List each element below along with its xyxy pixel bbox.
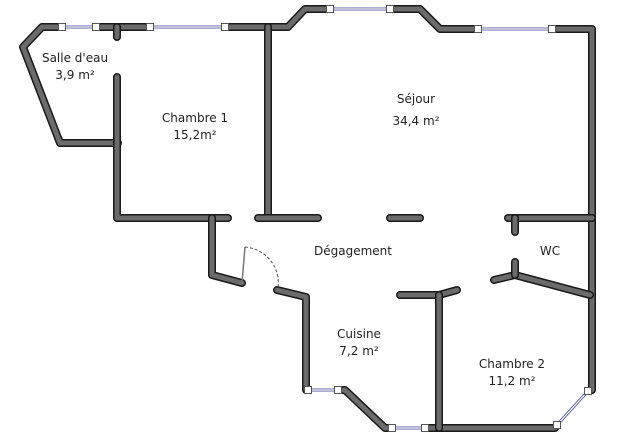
room-name: Chambre 2: [478, 357, 546, 371]
room-label-salle-deau: Salle d'eau 3,9 m²: [42, 50, 108, 84]
window: [474, 25, 556, 33]
room-name: Chambre 1: [161, 111, 229, 125]
door-leaf: [241, 246, 246, 284]
wall: [549, 26, 595, 393]
room-name: Séjour: [396, 92, 436, 106]
room-area: 15,2m²: [173, 128, 217, 142]
door-swing-arc: [244, 246, 279, 289]
room-area: 3,9 m²: [55, 68, 95, 82]
wall: [209, 215, 245, 286]
window: [58, 23, 100, 31]
window: [304, 386, 342, 394]
room-name: Dégagement: [314, 244, 392, 258]
wall: [208, 214, 246, 287]
room-name: Cuisine: [337, 327, 381, 341]
room-area: 7,2 m²: [339, 344, 379, 358]
wall: [548, 25, 596, 394]
window: [326, 5, 394, 13]
room-label-chambre-2: Chambre 2 11,2 m²: [479, 356, 545, 390]
wall: [20, 24, 121, 146]
window: [553, 387, 592, 429]
wall: [387, 6, 481, 32]
room-label-chambre-1: Chambre 1 15,2m²: [162, 110, 228, 144]
room-label-degagement: Dégagement: [314, 243, 392, 260]
room-label-wc: WC: [540, 243, 560, 260]
window: [146, 23, 229, 31]
room-area: 11,2 m²: [488, 374, 536, 388]
room-name: WC: [539, 244, 561, 258]
room-name: Salle d'eau: [41, 51, 109, 65]
wall: [113, 73, 232, 222]
wall: [221, 5, 334, 31]
room-area: 34,4 m²: [392, 114, 440, 128]
wall: [273, 286, 312, 394]
wall: [114, 74, 231, 221]
wall: [222, 6, 333, 30]
room-label-cuisine: Cuisine 7,2 m²: [337, 326, 381, 360]
room-label-sejour: Séjour 34,4 m²: [392, 88, 439, 132]
wall: [397, 287, 460, 298]
window: [388, 424, 429, 432]
